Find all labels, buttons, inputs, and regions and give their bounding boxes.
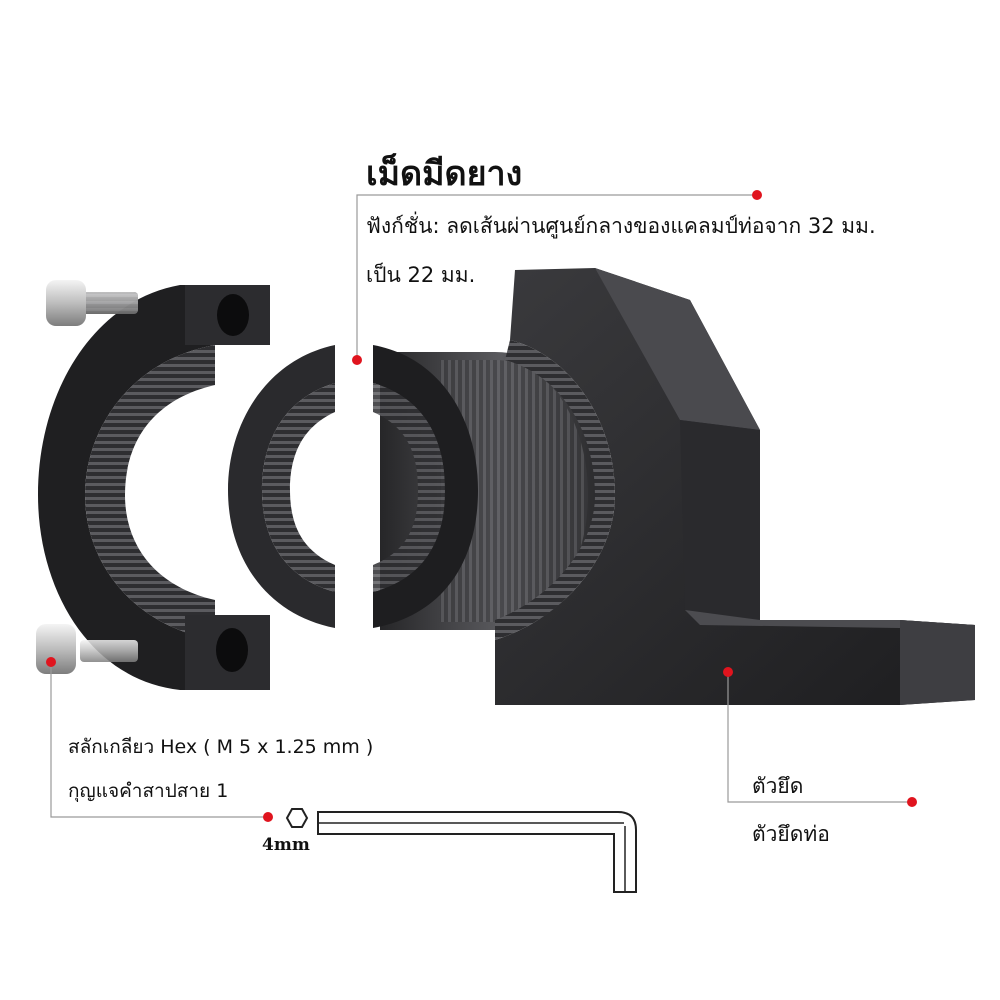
- mount-label-line2: ตัวยึดท่อ: [752, 822, 830, 846]
- callout-line-insert: [356, 194, 757, 360]
- clamp-half-left: [38, 285, 270, 690]
- callout-dot-bolt-label: [263, 812, 273, 822]
- bracket-mount: [495, 268, 975, 705]
- insert-title: เม็ดมีดยาง: [366, 154, 523, 194]
- bolt-label-line1: สลักเกลียว Hex ( M 5 x 1.25 mm ): [68, 736, 374, 758]
- callout-dot-mount-part: [723, 667, 733, 677]
- callout-dot-insert-part: [352, 355, 362, 365]
- hex-bolt-top: [46, 280, 138, 326]
- hex-key-size-label: 4mm: [262, 835, 310, 855]
- bolt-label-line2: กุญแจคำสาปสาย 1: [68, 780, 229, 802]
- callout-lines: [50, 194, 912, 818]
- hex-socket-icon: [285, 808, 309, 828]
- hex-key: [317, 811, 637, 893]
- callout-dot-mount-label: [907, 797, 917, 807]
- insert-description-line2: เป็น 22 มม.: [366, 263, 476, 287]
- insert-description-line1: ฟังก์ชั่น: ลดเส้นผ่านศูนย์กลางของแคลมป์ท…: [366, 214, 876, 238]
- callout-dot-bolt-part: [46, 657, 56, 667]
- callout-dot-insert-label: [752, 190, 762, 200]
- callout-dots: [46, 190, 917, 822]
- callout-line-mount: [727, 672, 912, 803]
- hex-bolt-bottom: [36, 624, 138, 674]
- mount-label-line1: ตัวยึด: [752, 774, 804, 798]
- rubber-insert: [228, 345, 600, 630]
- callout-line-bolt: [50, 662, 268, 818]
